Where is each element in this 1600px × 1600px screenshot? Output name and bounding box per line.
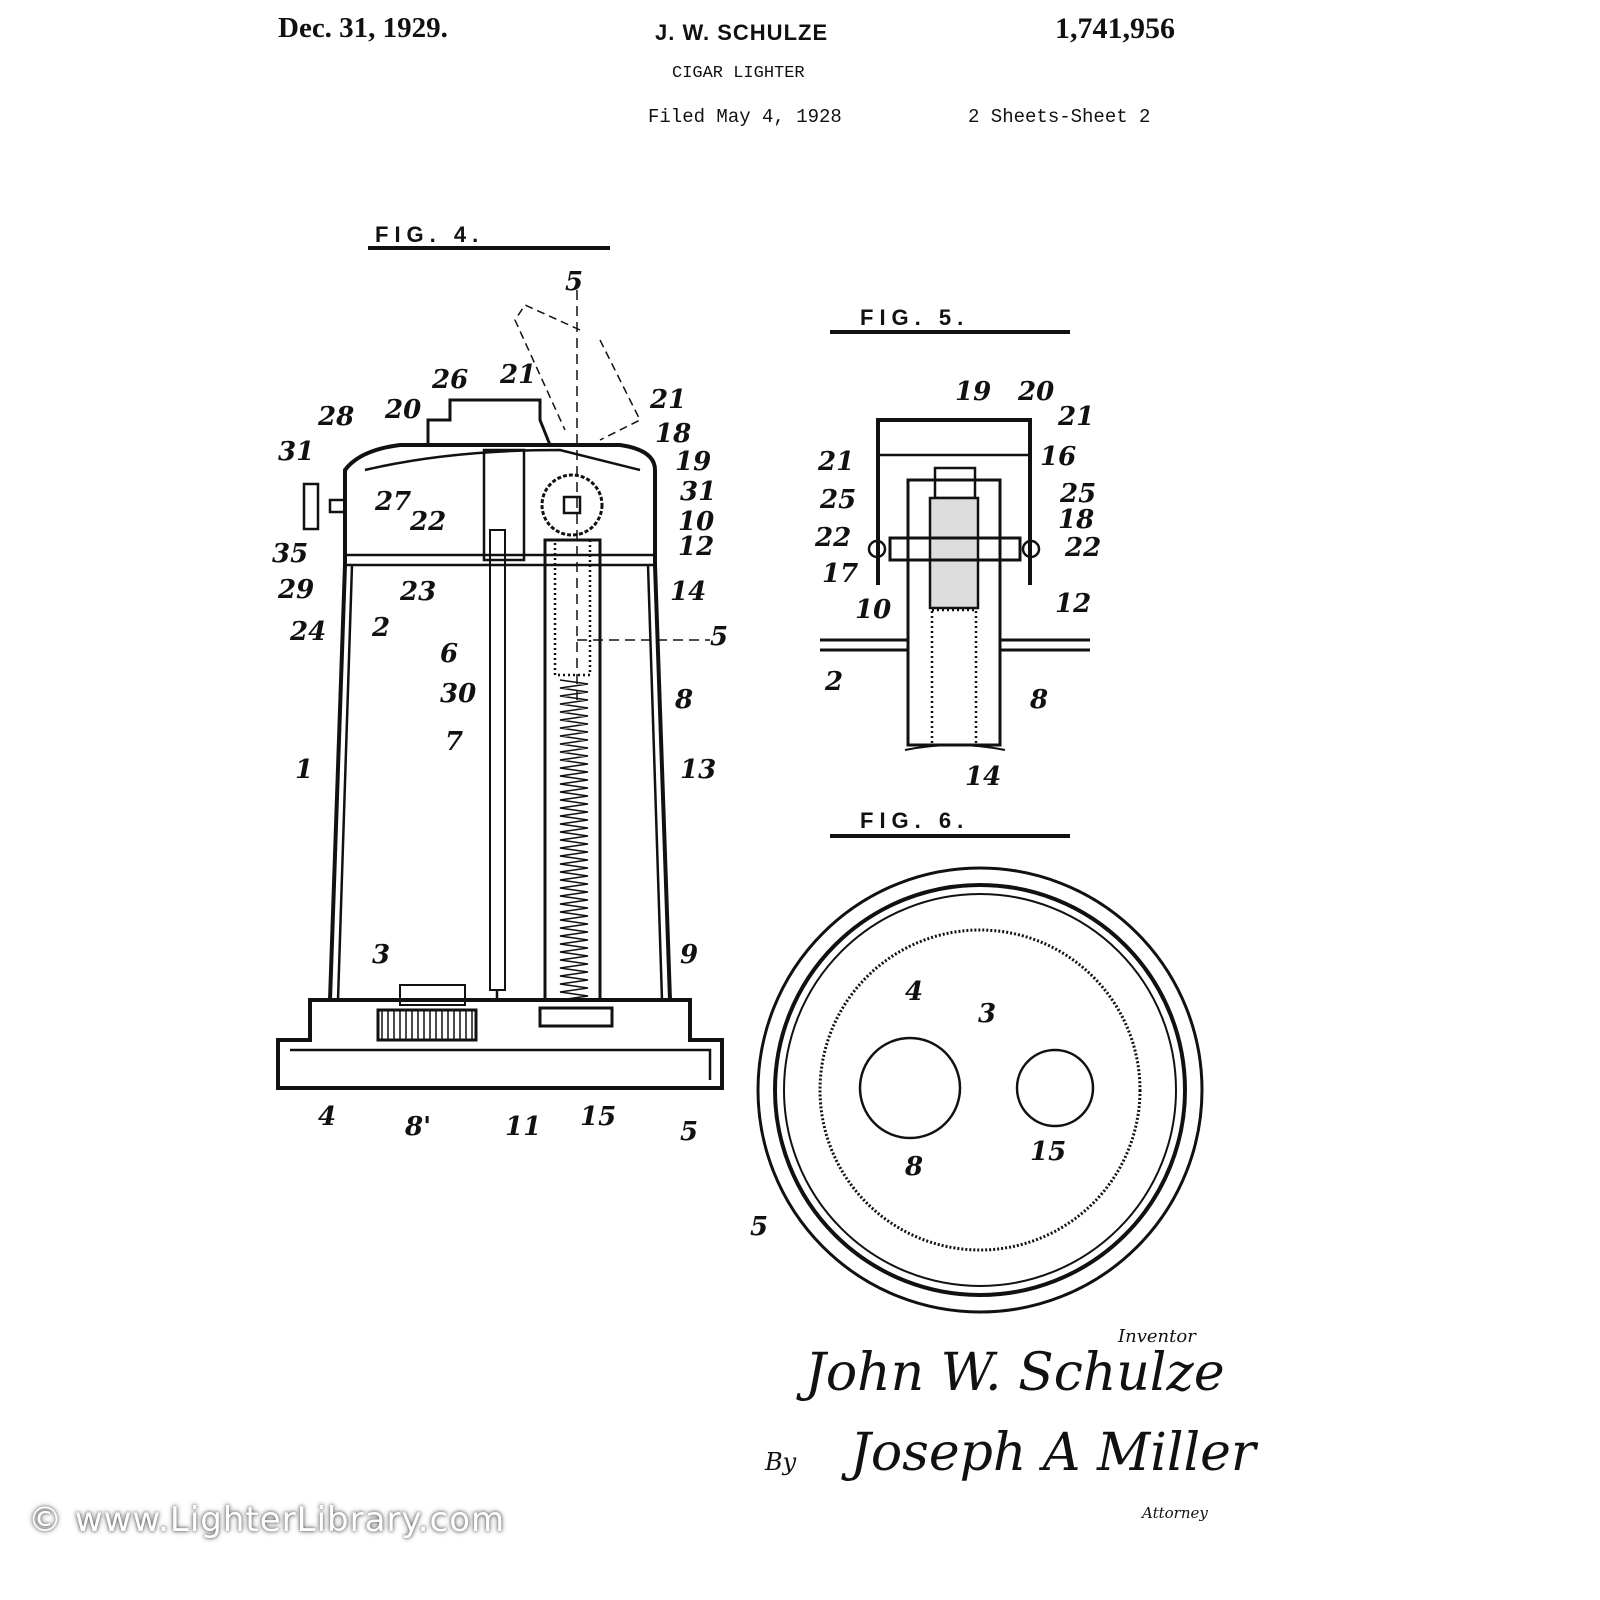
- fig5-label: 12: [1055, 589, 1091, 619]
- fig4-label: 24: [289, 617, 326, 647]
- fig4-label: 23: [399, 577, 436, 607]
- fig5-label: 21: [817, 447, 854, 477]
- fig6-title: FIG. 6.: [860, 808, 969, 833]
- fig4-label: 18: [655, 419, 691, 449]
- inventor-signature: John W. Schulze: [796, 1343, 1225, 1403]
- fig4-label: 31: [680, 477, 716, 507]
- fig4-label: 21: [649, 385, 686, 415]
- patent-title: CIGAR LIGHTER: [672, 64, 805, 83]
- fig4-label: 35: [272, 539, 308, 569]
- filed-date: Filed May 4, 1928: [648, 106, 842, 128]
- attorney-caption: Attorney: [1140, 1504, 1208, 1522]
- fig6-label: 8: [904, 1152, 923, 1182]
- fig4-label: 30: [440, 679, 476, 709]
- fig4-label: 12: [678, 532, 714, 562]
- fig4-label: 31: [278, 437, 314, 467]
- fig4-label: 29: [277, 575, 314, 605]
- fig5-label: 16: [1040, 442, 1076, 472]
- fig5-label: 14: [965, 762, 1001, 792]
- fig4-label: 7: [445, 727, 463, 757]
- fig4-label: 3: [372, 940, 390, 970]
- fig5-title: FIG. 5.: [860, 305, 969, 330]
- fig4-label: 4: [318, 1102, 336, 1132]
- fig6-label: 15: [1030, 1137, 1066, 1167]
- fig4-label: 2: [371, 613, 390, 643]
- fig5-label: 18: [1058, 505, 1094, 535]
- figure-4: FIG. 4. 5 26 21 21 28 20 18: [272, 222, 728, 1147]
- fig5-label: 8: [1029, 685, 1048, 715]
- patent-date: Dec. 31, 1929.: [278, 12, 448, 44]
- attorney-signature: Joseph A Miller: [841, 1423, 1259, 1483]
- fig4-label: 10: [678, 507, 714, 537]
- fig5-label: 22: [1064, 533, 1101, 563]
- fig4-title: FIG. 4.: [375, 222, 484, 247]
- fig5-label: 17: [822, 559, 858, 589]
- fig5-label: 21: [1057, 402, 1094, 432]
- fig4-label: 28: [317, 402, 354, 432]
- fig5-label: 25: [819, 485, 856, 515]
- fig4-label: 1: [295, 755, 313, 785]
- watermark: © www.LighterLibrary.com: [28, 1500, 506, 1540]
- fig4-label: 22: [409, 507, 446, 537]
- fig5-label: 10: [855, 595, 891, 625]
- fig5-label: 19: [955, 377, 991, 407]
- sheet-count: 2 Sheets-Sheet 2: [968, 106, 1151, 128]
- fig4-label: 5: [680, 1117, 698, 1147]
- signature-block: Inventor John W. Schulze By Joseph A Mil…: [764, 1326, 1259, 1522]
- fig4-label: 14: [670, 577, 706, 607]
- fig4-label: 26: [431, 365, 468, 395]
- fig4-label: 13: [680, 755, 716, 785]
- fig4-label: 15: [580, 1102, 616, 1132]
- fig5-label: 25: [1059, 479, 1096, 509]
- fig4-label: 5: [565, 267, 583, 297]
- figure-6: FIG. 6. 4 3 8 15 5: [750, 808, 1204, 1314]
- fig4-label: 27: [374, 487, 411, 517]
- fig4-label: 8: [674, 685, 693, 715]
- inventor-caption: Inventor: [1117, 1326, 1197, 1347]
- fig4-label: 9: [680, 940, 698, 970]
- fig6-label: 3: [978, 999, 996, 1029]
- fig5-label: 22: [814, 523, 851, 553]
- fig4-label: 8': [404, 1112, 431, 1142]
- fig4-label: 20: [384, 395, 421, 425]
- fig6-label: 4: [905, 977, 923, 1007]
- fig4-label: 11: [505, 1112, 541, 1142]
- fig6-label: 5: [750, 1212, 768, 1242]
- by-caption: By: [764, 1448, 797, 1476]
- fig4-label: 5: [710, 622, 728, 652]
- fig5-label: 2: [824, 667, 843, 697]
- patent-number: 1,741,956: [1055, 12, 1175, 45]
- fig4-label: 6: [440, 639, 458, 669]
- fig5-label: 20: [1017, 377, 1054, 407]
- figure-5: FIG. 5. 19 20 21 21 16 25 25 18 22 22 17…: [814, 305, 1101, 792]
- fig4-label: 19: [675, 447, 711, 477]
- inventor-name: J. W. SCHULZE: [655, 20, 829, 45]
- fig4-label: 21: [499, 360, 536, 390]
